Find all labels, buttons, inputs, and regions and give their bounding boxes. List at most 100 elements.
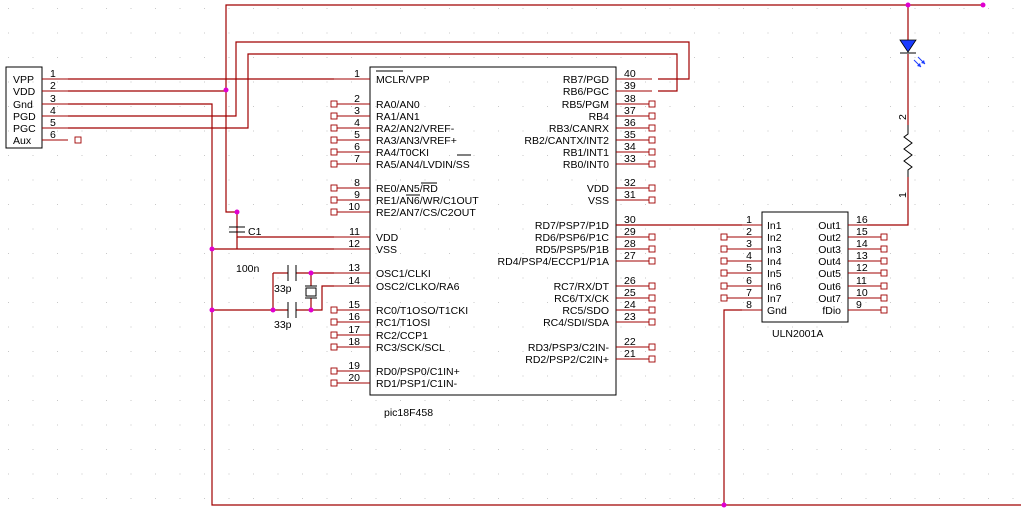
- led: [899, 39, 926, 68]
- driver-pin-label: Out6: [818, 281, 841, 293]
- no-connect-marker: [880, 306, 888, 314]
- driver-pin-label: In3: [767, 244, 782, 256]
- mcu-pin-number: 23: [624, 311, 636, 323]
- wire-top-rail: [225, 4, 983, 90]
- no-connect-marker: [330, 184, 338, 192]
- grid-dots: [8, 8, 1014, 499]
- mcu-pin-number: 3: [354, 105, 360, 117]
- wire-uln-gnd: [723, 309, 742, 505]
- mcu-pin-number: 22: [624, 336, 636, 348]
- mcu-pin-label: OSC1/CLKI: [376, 268, 431, 280]
- no-connect-marker: [330, 112, 338, 120]
- driver-name: ULN2001A: [772, 328, 823, 340]
- driver-pin-label: In1: [767, 220, 782, 232]
- connector-label: Gnd: [13, 99, 33, 111]
- connector-label: PGD: [13, 111, 36, 123]
- mcu-pin-number: 33: [624, 153, 636, 165]
- connector-label: VDD: [13, 86, 36, 98]
- driver-pin-number: 6: [746, 275, 752, 287]
- no-connect-marker: [720, 233, 728, 241]
- cap-33p-top-label: 33p: [274, 283, 292, 295]
- mcu-pin-number: 30: [624, 214, 636, 226]
- mcu-pin-label: RE1/AN6/WR/C1OUT: [376, 195, 479, 207]
- mcu-pin-label: RD4/PSP4/ECCP1/P1A: [498, 256, 609, 268]
- mcu-pin-label: RD0/PSP0/C1IN+: [376, 366, 460, 378]
- mcu-pin-number: 35: [624, 129, 636, 141]
- mcu-body: [369, 66, 617, 396]
- mcu-pin-label: RD3/PSP3/C2IN-: [528, 342, 610, 354]
- driver-pin-number: 2: [746, 226, 752, 238]
- driver-pin-label: Out1: [818, 220, 841, 232]
- mcu-pin-number: 14: [348, 275, 360, 287]
- driver-pin-label: Out3: [818, 244, 841, 256]
- no-connect-marker: [648, 112, 656, 120]
- junction-dot: [270, 307, 276, 313]
- wire-res-out1: [867, 177, 909, 226]
- mcu-pin-number: 15: [348, 299, 360, 311]
- driver-body: [761, 211, 849, 323]
- led-triangle: [899, 39, 917, 53]
- no-connect-marker: [880, 245, 888, 253]
- mcu-pin-label: RB4: [589, 111, 610, 123]
- no-connect-marker: [880, 269, 888, 277]
- no-connect-marker: [880, 282, 888, 290]
- led-ray-head-1: [917, 63, 921, 67]
- driver-pin-number: 5: [746, 262, 752, 274]
- mcu-pin-number: 36: [624, 117, 636, 129]
- junction-dot: [209, 307, 215, 313]
- driver-pin-number: 12: [856, 262, 868, 274]
- no-connect-marker: [648, 306, 656, 314]
- driver-pin-number: 10: [856, 287, 868, 299]
- mcu-pin-number: 39: [624, 80, 636, 92]
- mcu-pin-label: RC3/SCK/SCL: [376, 342, 445, 354]
- mcu-pin-label: RC4/SDI/SDA: [543, 317, 609, 329]
- mcu-pin-number: 18: [348, 336, 360, 348]
- mcu-pin-label: RA5/AN4/LVDIN/SS: [376, 159, 470, 171]
- no-connect-marker: [648, 136, 656, 144]
- mcu-pin-number: 11: [349, 226, 360, 238]
- mcu-pin-number: 21: [624, 348, 636, 360]
- mcu-pin-label: RD1/PSP1/C1IN-: [376, 378, 458, 390]
- driver-pin-number: 4: [746, 250, 752, 262]
- mcu-pin-number: 40: [624, 68, 636, 80]
- mcu-pin-label: RB2/CANTX/INT2: [524, 135, 609, 147]
- mcu-pin-label: RA2/AN2/VREF-: [376, 123, 455, 135]
- led-ray-head-2: [921, 60, 925, 64]
- driver-pin-number: 13: [856, 250, 868, 262]
- mcu-name: pic18F458: [384, 407, 433, 419]
- junction-dot: [209, 246, 215, 252]
- no-connect-marker: [648, 318, 656, 326]
- no-connect-marker: [330, 124, 338, 132]
- no-connect-marker: [720, 282, 728, 290]
- driver-pin-label: In7: [767, 293, 782, 305]
- mcu-pin-label: RA3/AN3/VREF+: [376, 135, 457, 147]
- crystal: [305, 285, 317, 299]
- mcu-pin-number: 8: [354, 177, 360, 189]
- junction-dot: [308, 270, 314, 276]
- mcu-pin-number: 17: [348, 324, 360, 336]
- mcu-pin-label: VDD: [376, 232, 399, 244]
- no-connect-marker: [720, 257, 728, 265]
- mcu-pin-label: RA1/AN1: [376, 111, 420, 123]
- driver-pin-number: 11: [856, 275, 867, 287]
- mcu-pin-number: 5: [354, 129, 360, 141]
- wire-pgc: [68, 53, 678, 129]
- xtal-body: [305, 287, 317, 297]
- no-connect-marker: [330, 379, 338, 387]
- driver-pin-number: 3: [746, 238, 752, 250]
- mcu-pin-label: RC7/RX/DT: [554, 281, 610, 293]
- no-connect-marker: [330, 318, 338, 326]
- mcu-pin-number: 34: [624, 141, 636, 153]
- driver-pin-number: 7: [746, 287, 752, 299]
- wire-pgd: [68, 41, 690, 117]
- mcu-pin-number: 25: [624, 287, 636, 299]
- mcu-pin-number: 31: [624, 189, 636, 201]
- mcu-pin-number: 9: [354, 189, 360, 201]
- mcu-pin-label: RE0/AN5/RD: [376, 183, 438, 195]
- no-connect-marker: [880, 294, 888, 302]
- driver-pin-label: Out5: [818, 268, 841, 280]
- junction-dot: [234, 209, 240, 215]
